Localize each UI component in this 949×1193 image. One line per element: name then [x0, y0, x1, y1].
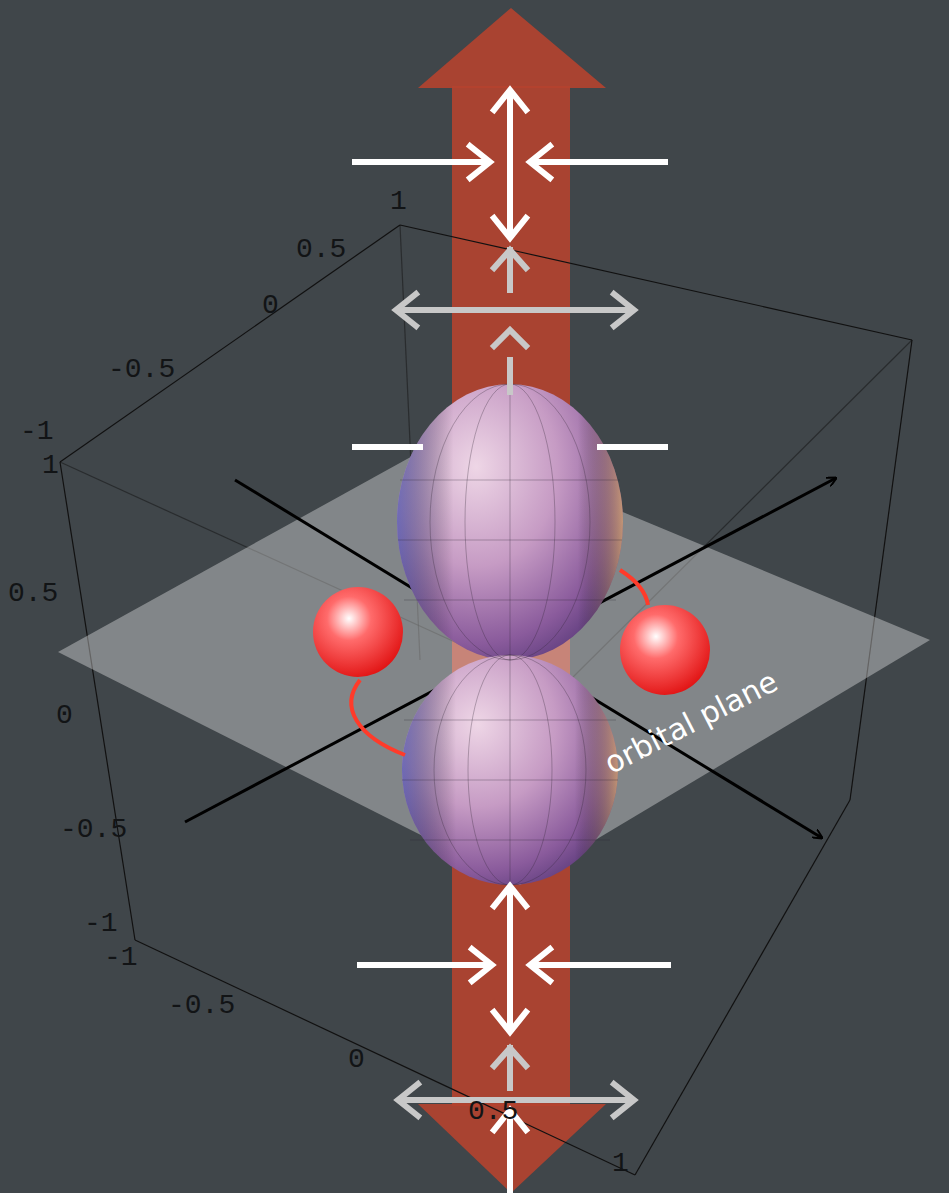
axis-tick: 1: [612, 1150, 629, 1178]
axis-tick: 0.5: [468, 1098, 518, 1126]
radiation-lobes: [397, 384, 623, 885]
axis-tick: 0: [348, 1046, 365, 1074]
axis-tick: 0.5: [8, 580, 58, 608]
polarization-arrows: [355, 90, 668, 1193]
axis-tick: -1: [104, 944, 138, 972]
axis-tick: -0.5: [168, 992, 235, 1020]
axis-tick: -1: [20, 418, 54, 446]
axis-tick: 0: [262, 292, 279, 320]
axis-tick: 1: [42, 452, 59, 480]
axis-tick: 1: [390, 188, 407, 216]
axis-tick: 0.5: [296, 236, 346, 264]
axis-tick: -1: [84, 910, 118, 938]
axis-tick: -0.5: [60, 816, 127, 844]
axis-tick: -0.5: [108, 356, 175, 384]
axis-tick: 0: [56, 702, 73, 730]
